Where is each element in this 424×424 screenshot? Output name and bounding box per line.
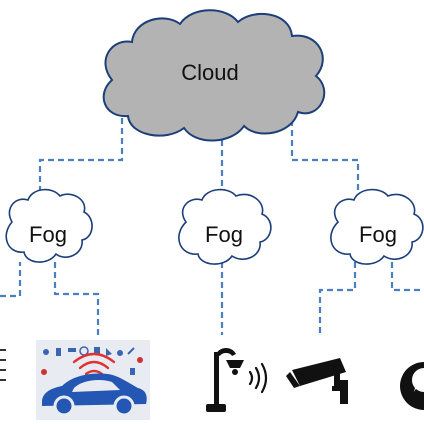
streetlight-arm (216, 348, 236, 356)
streetlight-pole (214, 352, 219, 408)
meter-dial (412, 368, 424, 392)
camera-body (292, 358, 346, 386)
streetlight-base (206, 404, 226, 412)
streetlight-bulb (232, 369, 238, 375)
camera-mount-plate (340, 380, 348, 404)
security-camera-icon (286, 358, 348, 404)
streetlight-signal-arcs (248, 362, 268, 394)
fog-left-shape (5, 188, 93, 263)
fog-right-to-devices-line (318, 262, 357, 335)
smart-car-sensors-icon (36, 340, 150, 420)
car-window (72, 380, 120, 392)
cloud-to-fog-right-line (290, 120, 360, 205)
sensor-icons-row (41, 346, 143, 375)
fog-center-label: Fog (205, 222, 243, 247)
fog-node-right: Fog (330, 188, 424, 265)
fog-left-to-edge-line (0, 262, 22, 298)
car-wheel-rear (113, 395, 135, 417)
fog-right-label: Fog (359, 222, 397, 247)
fog-node-center: Fog (178, 188, 272, 265)
connector-lines (0, 118, 424, 335)
car-wireless-arcs (72, 352, 116, 376)
smart-meter-icon (400, 362, 424, 410)
camera-mount-foot (332, 386, 348, 391)
meter-bolt (413, 374, 421, 392)
cloud-node: Cloud (102, 9, 326, 142)
camera-mount-arm (334, 372, 340, 388)
cloud-shape (102, 9, 326, 142)
cloud-to-fog-left-line (38, 118, 124, 205)
fog-node-left: Fog (5, 188, 93, 263)
fog-left-to-car-line (53, 262, 100, 335)
fog-left-label: Fog (29, 222, 67, 247)
fog-center-shape (178, 188, 272, 265)
cloud-label: Cloud (181, 60, 238, 85)
camera-lens (286, 372, 300, 388)
smart-streetlight-icon (206, 348, 268, 412)
fog-right-shape (330, 188, 424, 265)
car-wheel-front (53, 395, 75, 417)
list-lines-icon (0, 349, 6, 381)
fog-right-to-edge-line (390, 262, 424, 292)
streetlight-head (226, 360, 244, 368)
